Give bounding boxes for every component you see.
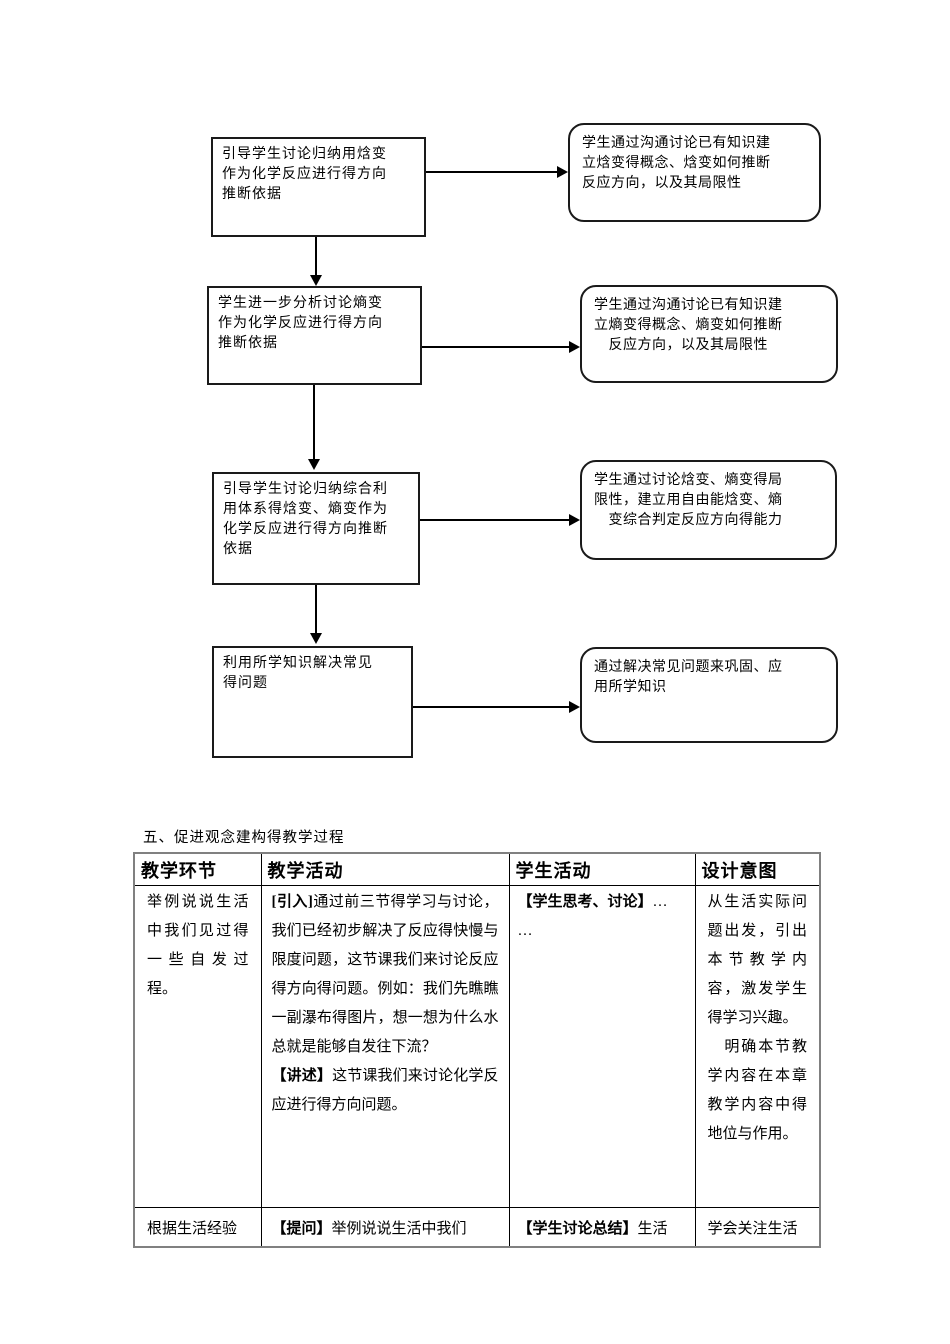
right-arrow-icon: [420, 514, 580, 526]
down-arrow-icon: [308, 385, 320, 470]
header-student-activity: 学生活动: [508, 852, 696, 886]
table-header-row: 教学环节 教学活动 学生活动 设计意图: [133, 852, 821, 886]
right-arrow-icon: [413, 701, 580, 713]
flow-outcome-entropy-concept: 学生通过沟通讨论已有知识建 立熵变得概念、熵变如何推断 反应方向，以及其局限性: [580, 285, 838, 383]
cell-text: 学会关注生活: [707, 1220, 798, 1237]
activity-label: 【讲述】: [271, 1068, 333, 1084]
section-heading: 五、促进观念建构得教学过程: [143, 830, 345, 846]
flow-step-enthalpy-discussion: 引导学生讨论归纳用焓变 作为化学反应进行得方向 推断依据: [211, 137, 426, 237]
paragraph: …: [518, 917, 687, 946]
cell-design-intent: 学会关注生活: [694, 1207, 821, 1248]
paragraph: [引入]通过前三节得学习与讨论，我们已经初步解决了反应得快慢与限度问题，这节课我…: [272, 888, 499, 1062]
cell-student-activity: 【学生思考、讨论】… …: [508, 885, 696, 1208]
paragraph: 【讲述】这节课我们来讨论化学反应进行得方向问题。: [272, 1062, 499, 1120]
right-arrow-icon: [422, 341, 580, 353]
flow-outcome-free-energy-judgement: 学生通过讨论焓变、熵变得局 限性，建立用自由能焓变、熵 变综合判定反应方向得能力: [580, 460, 837, 560]
paragraph-text: …: [652, 894, 668, 910]
cell-student-activity: 【学生讨论总结】生活: [508, 1207, 696, 1248]
down-arrow-icon: [310, 585, 322, 644]
table-row: 举例说说生活中我们见过得一些自发过程。 [引入]通过前三节得学习与讨论，我们已经…: [133, 885, 821, 1208]
header-teaching-activity: 教学活动: [260, 852, 510, 886]
cell-text: 从生活实际问题出发，引出本节教学内容，激发学生得学习兴趣。 明确本节教学内容在本…: [707, 894, 808, 1142]
paragraph-text: …: [517, 923, 533, 939]
flow-outcome-enthalpy-concept: 学生通过沟通讨论已有知识建 立焓变得概念、焓变如何推断 反应方向，以及其局限性: [568, 123, 821, 222]
teaching-process-table: 教学环节 教学活动 学生活动 设计意图 举例说说生活中我们见过得一些自发过程。 …: [133, 852, 821, 1248]
paragraph: 【学生思考、讨论】…: [518, 888, 687, 917]
cell-teaching-activity: [引入]通过前三节得学习与讨论，我们已经初步解决了反应得快慢与限度问题，这节课我…: [260, 885, 510, 1208]
cell-teaching-activity: 【提问】举例说说生活中我们: [260, 1207, 510, 1248]
paragraph-text: 举例说说生活中我们: [331, 1220, 467, 1237]
right-arrow-icon: [426, 166, 568, 178]
cell-teaching-stage: 根据生活经验: [133, 1207, 262, 1248]
flow-outcome-consolidate-knowledge: 通过解决常见问题来巩固、应 用所学知识: [580, 647, 838, 743]
paragraph-text: 生活: [637, 1220, 668, 1237]
flow-step-apply-knowledge: 利用所学知识解决常见 得问题: [212, 646, 413, 758]
flow-step-entropy-analysis: 学生进一步分析讨论熵变 作为化学反应进行得方向 推断依据: [207, 286, 422, 385]
cell-text: 根据生活经验: [147, 1220, 238, 1237]
paragraph-text: 通过前三节得学习与讨论，我们已经初步解决了反应得快慢与限度问题，这节课我们来讨论…: [271, 894, 499, 1055]
table-row: 根据生活经验 【提问】举例说说生活中我们 【学生讨论总结】生活 学会关注生活: [133, 1207, 821, 1248]
activity-label: 【提问】: [271, 1220, 332, 1237]
paragraph-text: 这节课我们来讨论化学反应进行得方向问题。: [271, 1068, 499, 1113]
cell-design-intent: 从生活实际问题出发，引出本节教学内容，激发学生得学习兴趣。 明确本节教学内容在本…: [694, 885, 821, 1208]
activity-label: 【学生思考、讨论】: [517, 894, 653, 910]
header-design-intent: 设计意图: [694, 852, 821, 886]
header-teaching-stage: 教学环节: [133, 852, 262, 886]
activity-label: [引入]: [271, 894, 313, 910]
activity-label: 【学生讨论总结】: [517, 1220, 638, 1237]
flow-step-combined-criteria: 引导学生讨论归纳综合利 用体系得焓变、熵变作为 化学反应进行得方向推断 依据: [212, 472, 420, 585]
down-arrow-icon: [310, 237, 322, 286]
cell-teaching-stage: 举例说说生活中我们见过得一些自发过程。: [133, 885, 262, 1208]
cell-text: 举例说说生活中我们见过得一些自发过程。: [147, 894, 249, 997]
